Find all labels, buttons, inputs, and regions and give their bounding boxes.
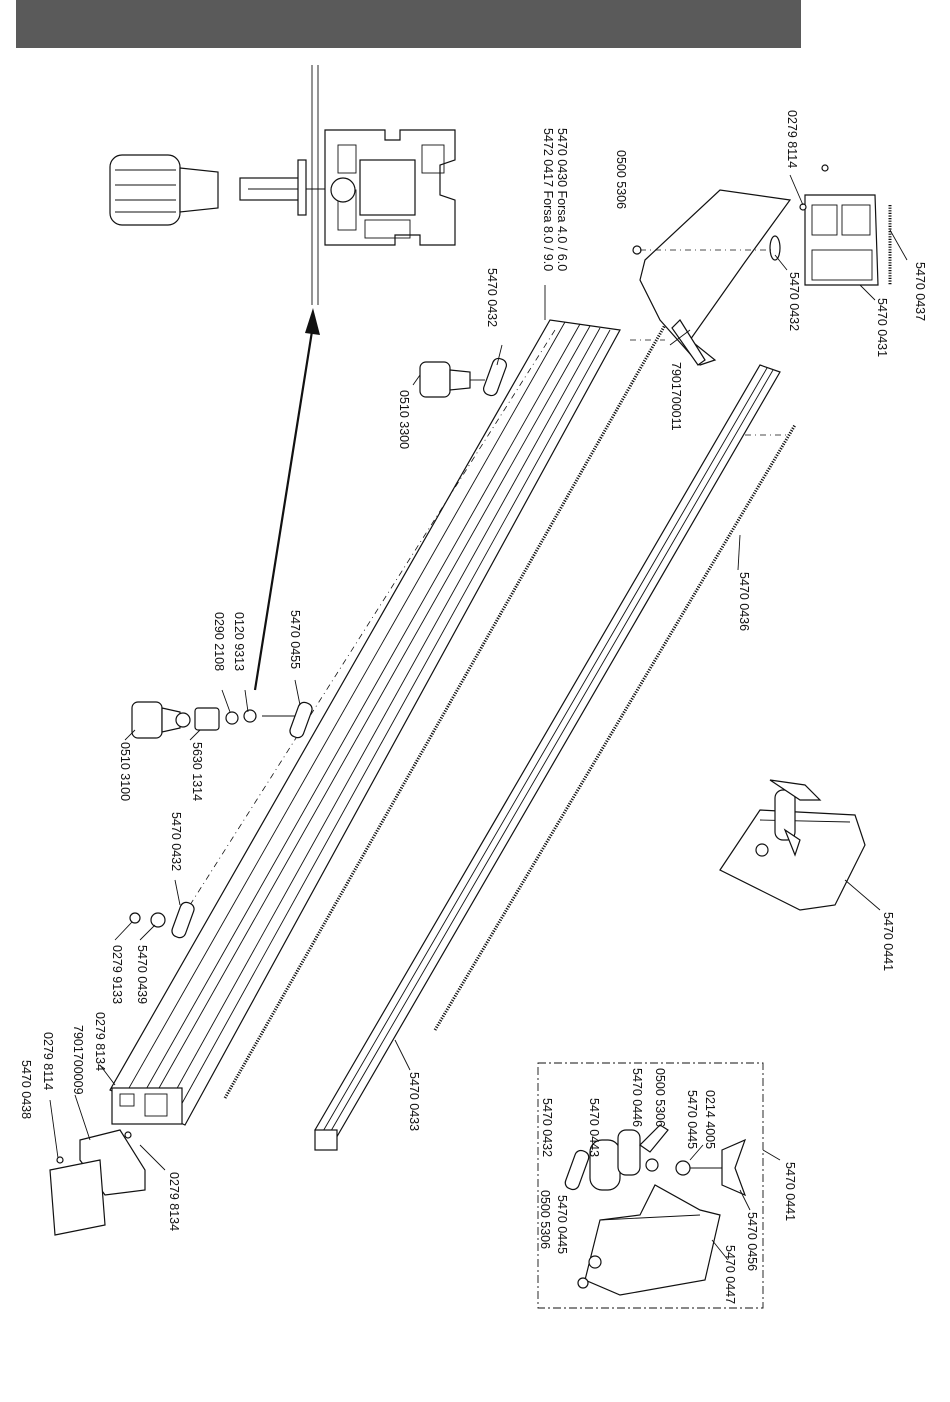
label-5470-0439: 5470 0439 — [135, 945, 149, 1004]
label-5470-0447: 5470 0447 — [723, 1245, 737, 1304]
wall-plate — [297, 65, 319, 305]
label-5470-0432-box: 5470 0432 — [540, 1098, 554, 1157]
header-bar — [16, 0, 801, 48]
label-0120-9313: 0120 9313 — [232, 612, 246, 671]
label-7901700009: 7901700009 — [71, 1025, 85, 1095]
detail-arrow — [253, 308, 320, 691]
label-0500-5306-box-b: 0500 5306 — [538, 1190, 552, 1249]
label-5470-0445-b: 5470 0445 — [555, 1195, 569, 1254]
label-0279-8114-top: 0279 8114 — [785, 110, 799, 168]
label-5470-0436: 5470 0436 — [737, 572, 751, 631]
main-rail-rack — [223, 324, 667, 1099]
label-5470-0443: 5470 0443 — [587, 1098, 601, 1157]
label-0279-9133: 0279 9133 — [110, 945, 124, 1004]
clamp-assembly — [719, 779, 866, 911]
main-rail-profile — [109, 319, 621, 1126]
label-5470-0437: 5470 0437 — [913, 262, 927, 321]
knob-detail — [109, 154, 356, 226]
boxed-subassembly — [537, 1062, 764, 1309]
tube-rack — [433, 424, 797, 1031]
label-5470-0441-top: 5470 0441 — [881, 912, 895, 971]
label-5470-0438: 5470 0438 — [19, 1060, 33, 1119]
part-labels: 5470 0430 Forsa 4.0 / 6.0 5472 0417 Fors… — [19, 110, 927, 1304]
label-5470-0433: 5470 0433 — [407, 1072, 421, 1131]
label-5470-0441-box: 5470 0441 — [783, 1162, 797, 1221]
label-0290-2108: 0290 2108 — [212, 612, 226, 671]
label-0279-8114-bottom: 0279 8114 — [41, 1032, 55, 1090]
label-7901700011: 7901700011 — [669, 362, 683, 431]
square-tube — [314, 364, 781, 1151]
label-5470-0432-mid: 5470 0432 — [169, 812, 183, 871]
assembly-axis — [189, 329, 556, 906]
profile-cross-section — [324, 129, 456, 246]
label-0500-5306-top: 0500 5306 — [614, 150, 628, 209]
label-5470-0430: 5470 0430 Forsa 4.0 / 6.0 — [555, 128, 569, 271]
label-5470-0445-a: 5470 0445 — [685, 1090, 699, 1149]
label-0214-4005: 0214 4005 — [703, 1090, 717, 1149]
lower-end-parts — [49, 901, 195, 1236]
label-5470-0431: 5470 0431 — [875, 298, 889, 357]
detail-inset — [109, 65, 456, 691]
leader-lines — [49, 174, 908, 1261]
label-5470-0432-top: 5470 0432 — [787, 272, 801, 331]
label-5470-0456: 5470 0456 — [745, 1212, 759, 1271]
middle-knob-group — [131, 701, 313, 739]
label-0279-8134-a: 0279 8134 — [93, 1012, 107, 1071]
label-0279-8134-b: 0279 8134 — [167, 1172, 181, 1231]
top-end-bracket — [632, 164, 879, 366]
label-5470-0432-upper: 5470 0432 — [485, 268, 499, 327]
label-0510-3300: 0510 3300 — [397, 390, 411, 449]
label-5470-0446: 5470 0446 — [630, 1068, 644, 1127]
upper-knob — [419, 357, 507, 398]
label-5470-0455: 5470 0455 — [288, 610, 302, 669]
label-5630-1314: 5630 1314 — [190, 742, 204, 801]
label-5472-0417: 5472 0417 Forsa 8.0 / 9.0 — [541, 128, 555, 271]
label-0510-3100: 0510 3100 — [118, 742, 132, 801]
label-0500-5306-box-a: 0500 5306 — [653, 1068, 667, 1127]
